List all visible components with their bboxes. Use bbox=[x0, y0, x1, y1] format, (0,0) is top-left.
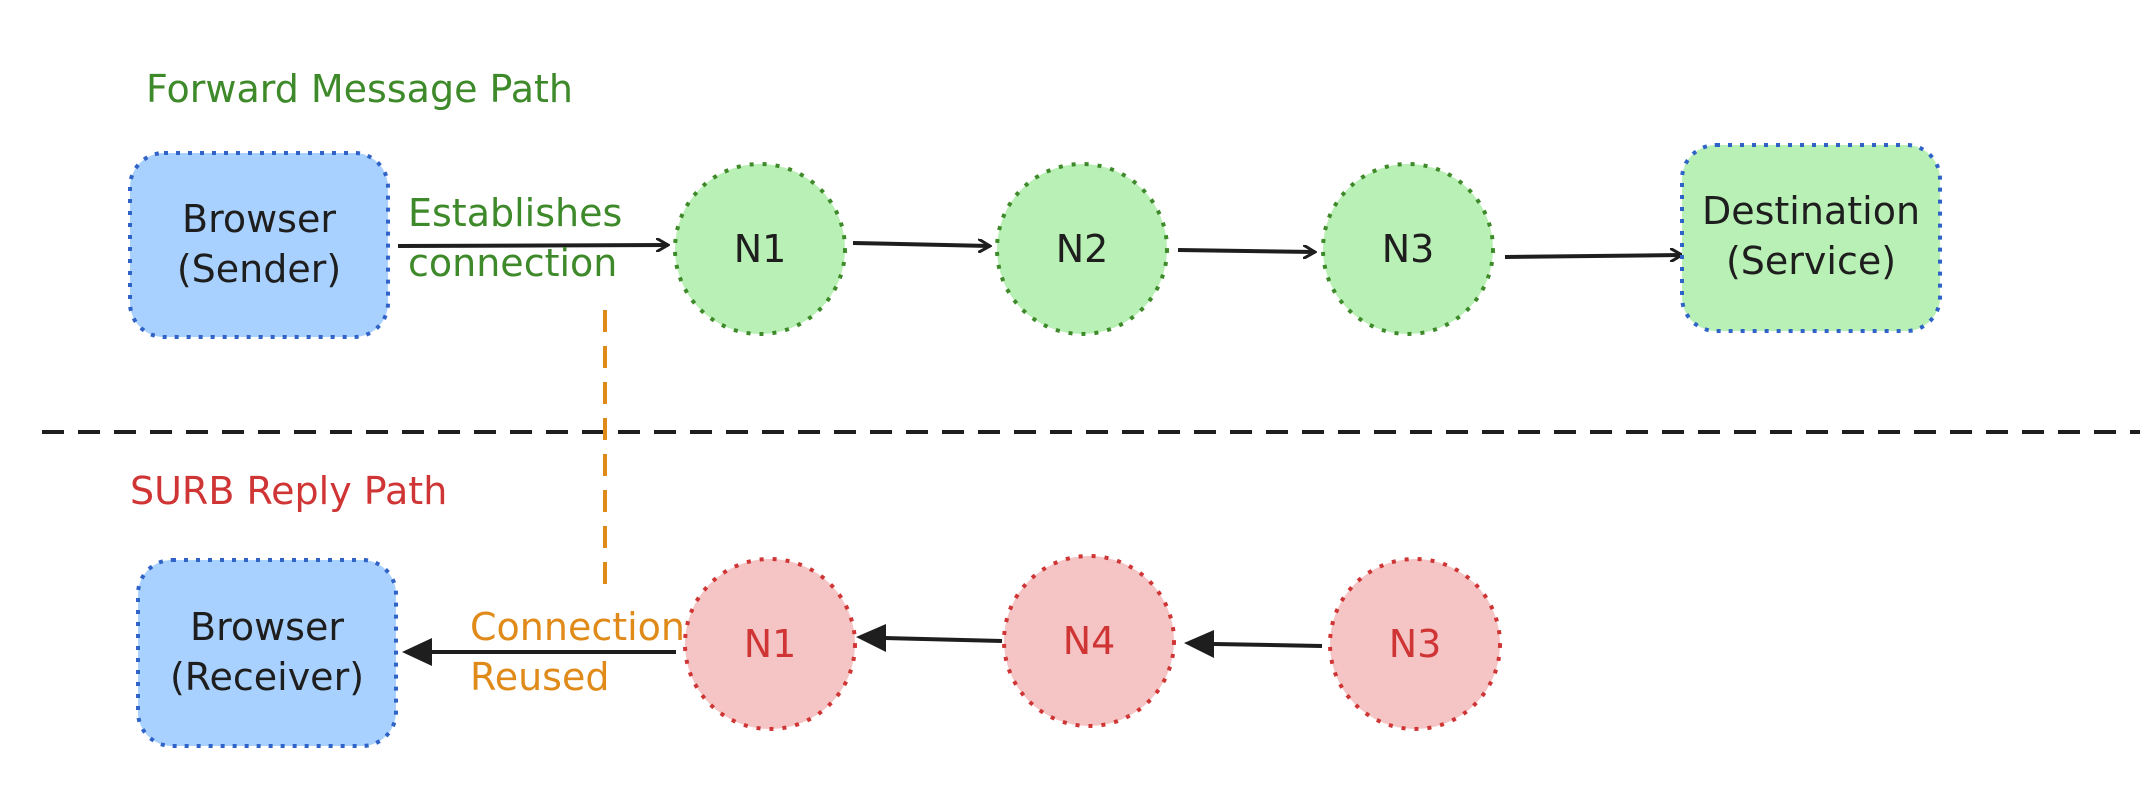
arrow-sender-to-n1 bbox=[397, 245, 668, 246]
arrowhead-n4-to-n1 bbox=[856, 624, 886, 652]
sender-label-line1: Browser bbox=[182, 197, 336, 241]
arrow-n3-to-destination bbox=[1504, 255, 1682, 257]
receiver-box: Browser (Receiver) bbox=[136, 558, 398, 748]
establishes-label-line1: Establishes bbox=[408, 191, 622, 235]
sender-box: Browser (Sender) bbox=[128, 151, 390, 339]
reply-node-n3-label: N3 bbox=[1389, 622, 1442, 666]
destination-box: Destination (Service) bbox=[1680, 143, 1942, 333]
forward-node-n3: N3 bbox=[1321, 162, 1495, 336]
forward-node-n1: N1 bbox=[673, 162, 847, 336]
destination-label-line1: Destination bbox=[1702, 189, 1920, 233]
reply-node-n1: N1 bbox=[683, 557, 857, 731]
forward-node-n1-label: N1 bbox=[734, 227, 787, 271]
destination-label-line2: (Service) bbox=[1726, 239, 1896, 283]
receiver-label-line1: Browser bbox=[190, 605, 344, 649]
arrowhead-reply-n1-to-receiver bbox=[402, 638, 432, 666]
receiver-label-line2: (Receiver) bbox=[170, 655, 364, 699]
connection-reused-label-line1: Connection bbox=[470, 605, 685, 649]
connection-reused-label-line2: Reused bbox=[470, 655, 609, 699]
arrow-n3-to-n4 bbox=[1213, 642, 1323, 648]
arrow-n1-to-n2 bbox=[852, 243, 990, 246]
forward-path-title: Forward Message Path bbox=[146, 67, 573, 111]
arrow-n2-to-n3 bbox=[1177, 250, 1315, 252]
forward-node-n2-label: N2 bbox=[1056, 227, 1109, 271]
reply-path-title: SURB Reply Path bbox=[130, 469, 447, 513]
forward-node-n2: N2 bbox=[995, 162, 1169, 336]
reply-node-n4-label: N4 bbox=[1063, 619, 1116, 663]
reply-node-n4: N4 bbox=[1002, 554, 1176, 728]
sender-label-line2: (Sender) bbox=[177, 247, 341, 291]
reply-node-n1-label: N1 bbox=[744, 622, 797, 666]
reply-node-n3: N3 bbox=[1328, 557, 1502, 731]
establishes-label-line2: connection bbox=[408, 241, 617, 285]
arrowhead-n3-to-n4 bbox=[1184, 630, 1214, 658]
arrow-n4-to-n1 bbox=[884, 636, 1003, 643]
forward-node-n3-label: N3 bbox=[1382, 227, 1435, 271]
